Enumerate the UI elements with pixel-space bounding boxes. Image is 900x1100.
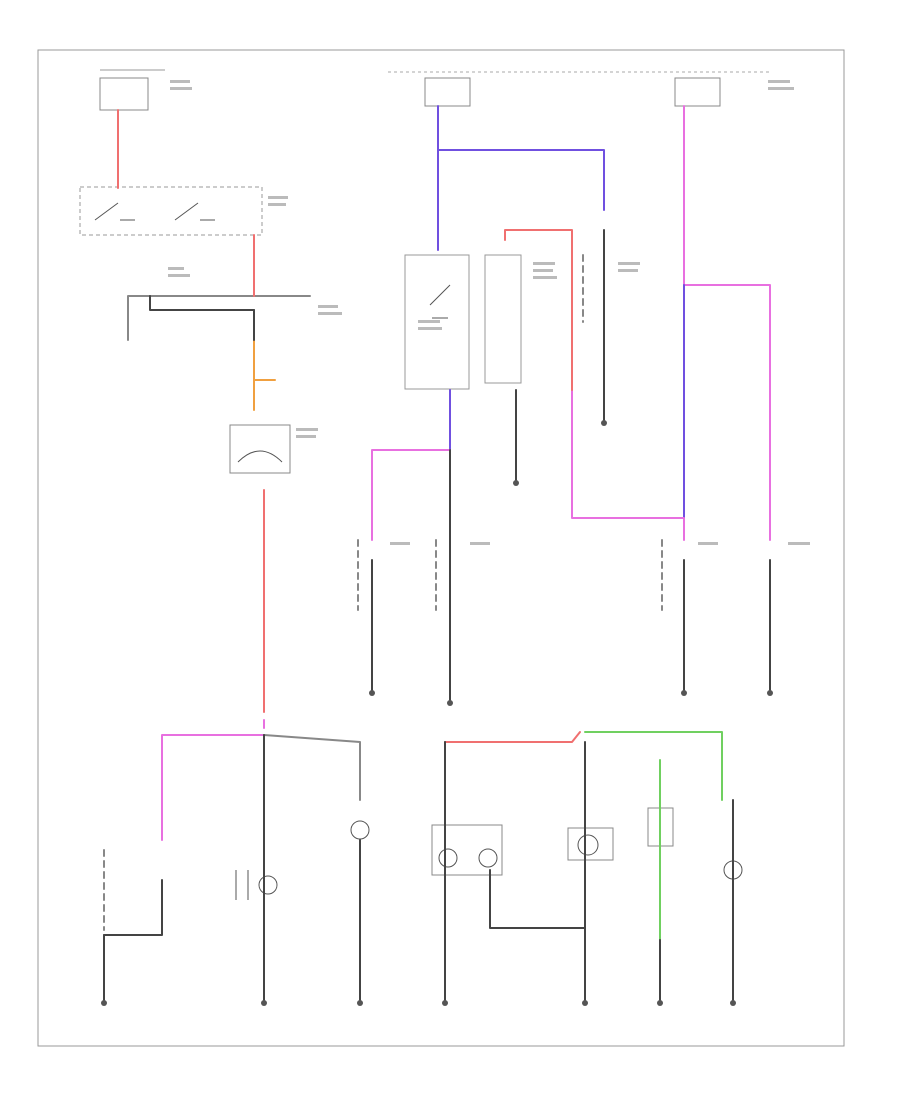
power-source-left <box>99 69 192 111</box>
diagram-frame <box>37 49 845 1047</box>
lamp-switches-row-1 <box>357 539 810 611</box>
door-switch-box <box>404 254 470 390</box>
dimmer <box>229 424 318 474</box>
bottom-lamps <box>103 807 743 931</box>
lamp-relay-box <box>484 254 557 384</box>
junction-left <box>127 267 342 341</box>
headlight-switch <box>79 186 288 236</box>
passenger-switch <box>582 254 640 323</box>
power-bus-right <box>388 71 794 107</box>
ground-markers <box>101 420 773 1006</box>
